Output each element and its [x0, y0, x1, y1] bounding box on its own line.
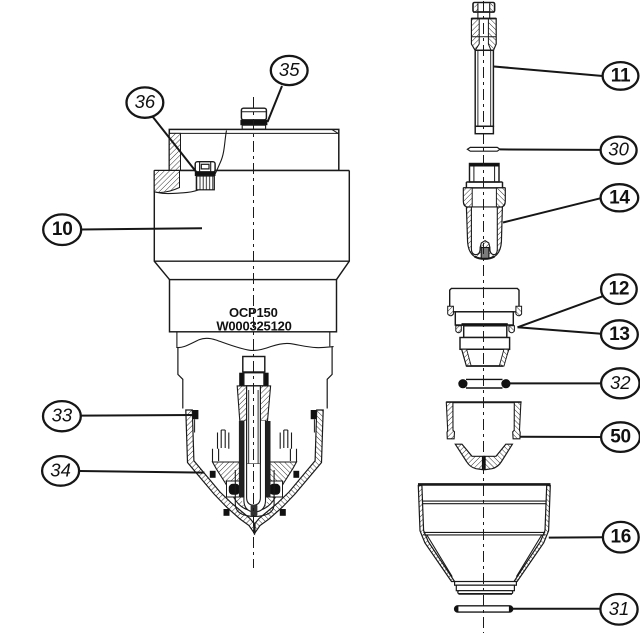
svg-text:33: 33 [52, 405, 73, 426]
svg-text:32: 32 [610, 372, 631, 393]
svg-text:30: 30 [608, 139, 629, 160]
svg-text:50: 50 [610, 427, 631, 448]
svg-text:13: 13 [609, 324, 630, 345]
svg-text:10: 10 [52, 219, 73, 240]
svg-text:11: 11 [611, 65, 631, 86]
svg-text:34: 34 [50, 459, 71, 480]
svg-text:14: 14 [609, 187, 630, 208]
svg-text:31: 31 [609, 598, 630, 619]
svg-text:W000325120: W000325120 [216, 319, 291, 334]
svg-text:12: 12 [609, 279, 630, 300]
svg-text:16: 16 [611, 527, 632, 548]
svg-text:35: 35 [279, 59, 300, 80]
svg-text:36: 36 [135, 91, 156, 112]
